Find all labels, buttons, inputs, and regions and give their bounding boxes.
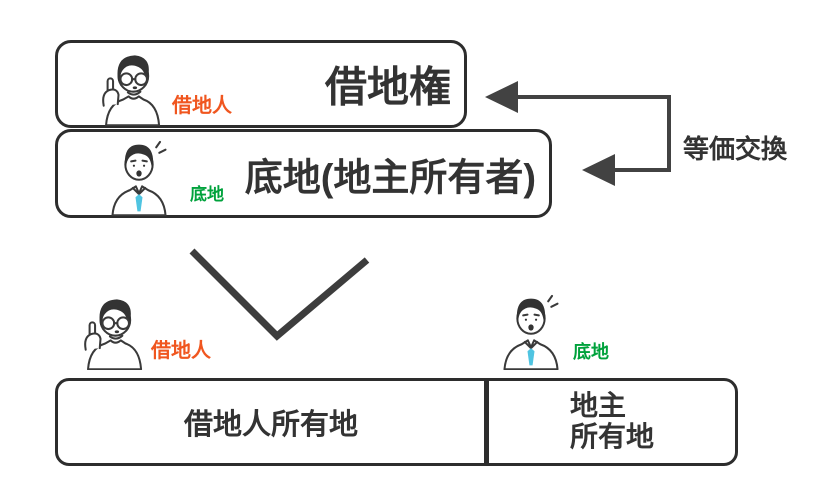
landlord-person-icon bbox=[492, 292, 570, 370]
bottom-landlord-label: 底地 bbox=[573, 342, 609, 362]
landlord-person-icon bbox=[100, 138, 178, 216]
table-divider bbox=[484, 381, 489, 463]
borrower-label: 借地人 bbox=[172, 95, 232, 117]
borrower-person-icon bbox=[92, 48, 170, 126]
down-chevron-icon bbox=[189, 248, 370, 341]
land-split-table: 借地人所有地 地主 所有地 bbox=[55, 378, 738, 466]
underlying-land-title: 底地(地主所有者) bbox=[244, 157, 536, 199]
leasehold-right-title: 借地権 bbox=[324, 63, 451, 111]
leasehold-right-box: 借地人 借地権 bbox=[55, 40, 467, 128]
borrower-person-icon bbox=[74, 292, 152, 370]
underlying-land-box: 底地 底地(地主所有者) bbox=[55, 129, 552, 218]
borrower-owned-land-cell: 借地人所有地 bbox=[183, 409, 358, 441]
bottom-borrower-label: 借地人 bbox=[151, 340, 211, 362]
landlord-label: 底地 bbox=[190, 185, 224, 204]
landlord-owned-land-line2: 所有地 bbox=[569, 421, 654, 452]
equivalent-exchange-label: 等価交換 bbox=[683, 134, 788, 164]
landlord-owned-land-line1: 地主 bbox=[569, 390, 626, 422]
landlord-owned-land-cell: 地主 所有地 bbox=[489, 381, 735, 463]
